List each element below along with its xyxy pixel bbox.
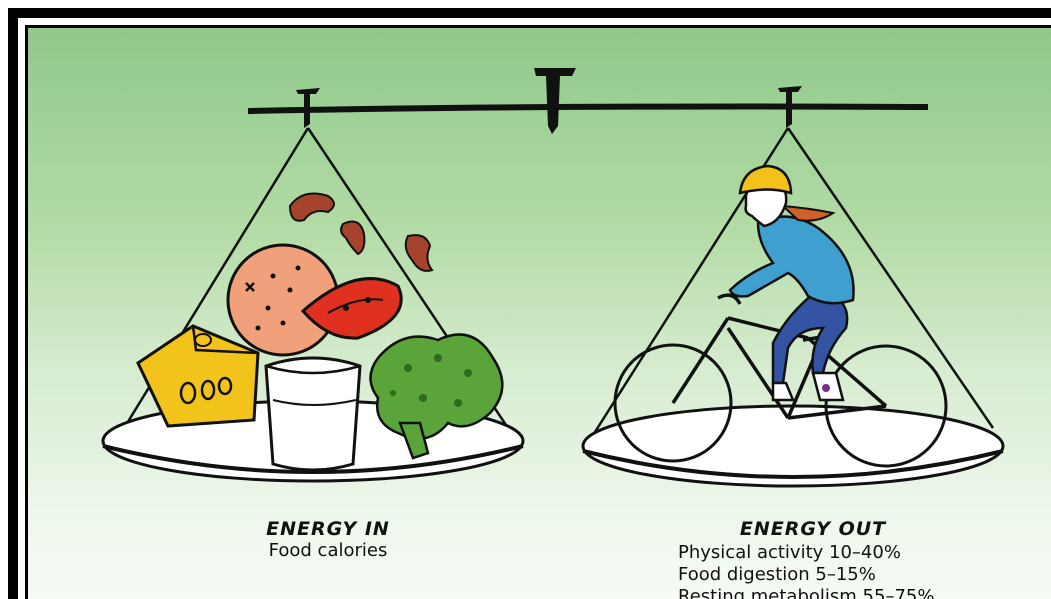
energy-in-title: ENERGY IN xyxy=(233,518,423,540)
scale-beam xyxy=(248,68,928,134)
energy-out-block: ENERGY OUT Physical activity 10–40% Food… xyxy=(678,518,948,599)
energy-out-item-physical-activity: Physical activity 10–40% xyxy=(678,542,948,564)
energy-in-block: ENERGY IN Food calories xyxy=(233,518,423,562)
energy-out-title: ENERGY OUT xyxy=(678,518,948,540)
outer-frame: ENERGY IN Food calories ENERGY OUT Physi… xyxy=(8,8,1051,599)
milk-glass-icon xyxy=(266,358,360,470)
cheese-icon xyxy=(138,326,258,426)
diagram-panel: ENERGY IN Food calories ENERGY OUT Physi… xyxy=(25,25,1051,599)
energy-in-item: Food calories xyxy=(233,540,423,562)
balance-scale-icon xyxy=(28,28,1051,599)
energy-out-item-food-digestion: Food digestion 5–15% xyxy=(678,564,948,586)
energy-out-item-resting-metabolism: Resting metabolism 55–75% xyxy=(678,586,948,599)
